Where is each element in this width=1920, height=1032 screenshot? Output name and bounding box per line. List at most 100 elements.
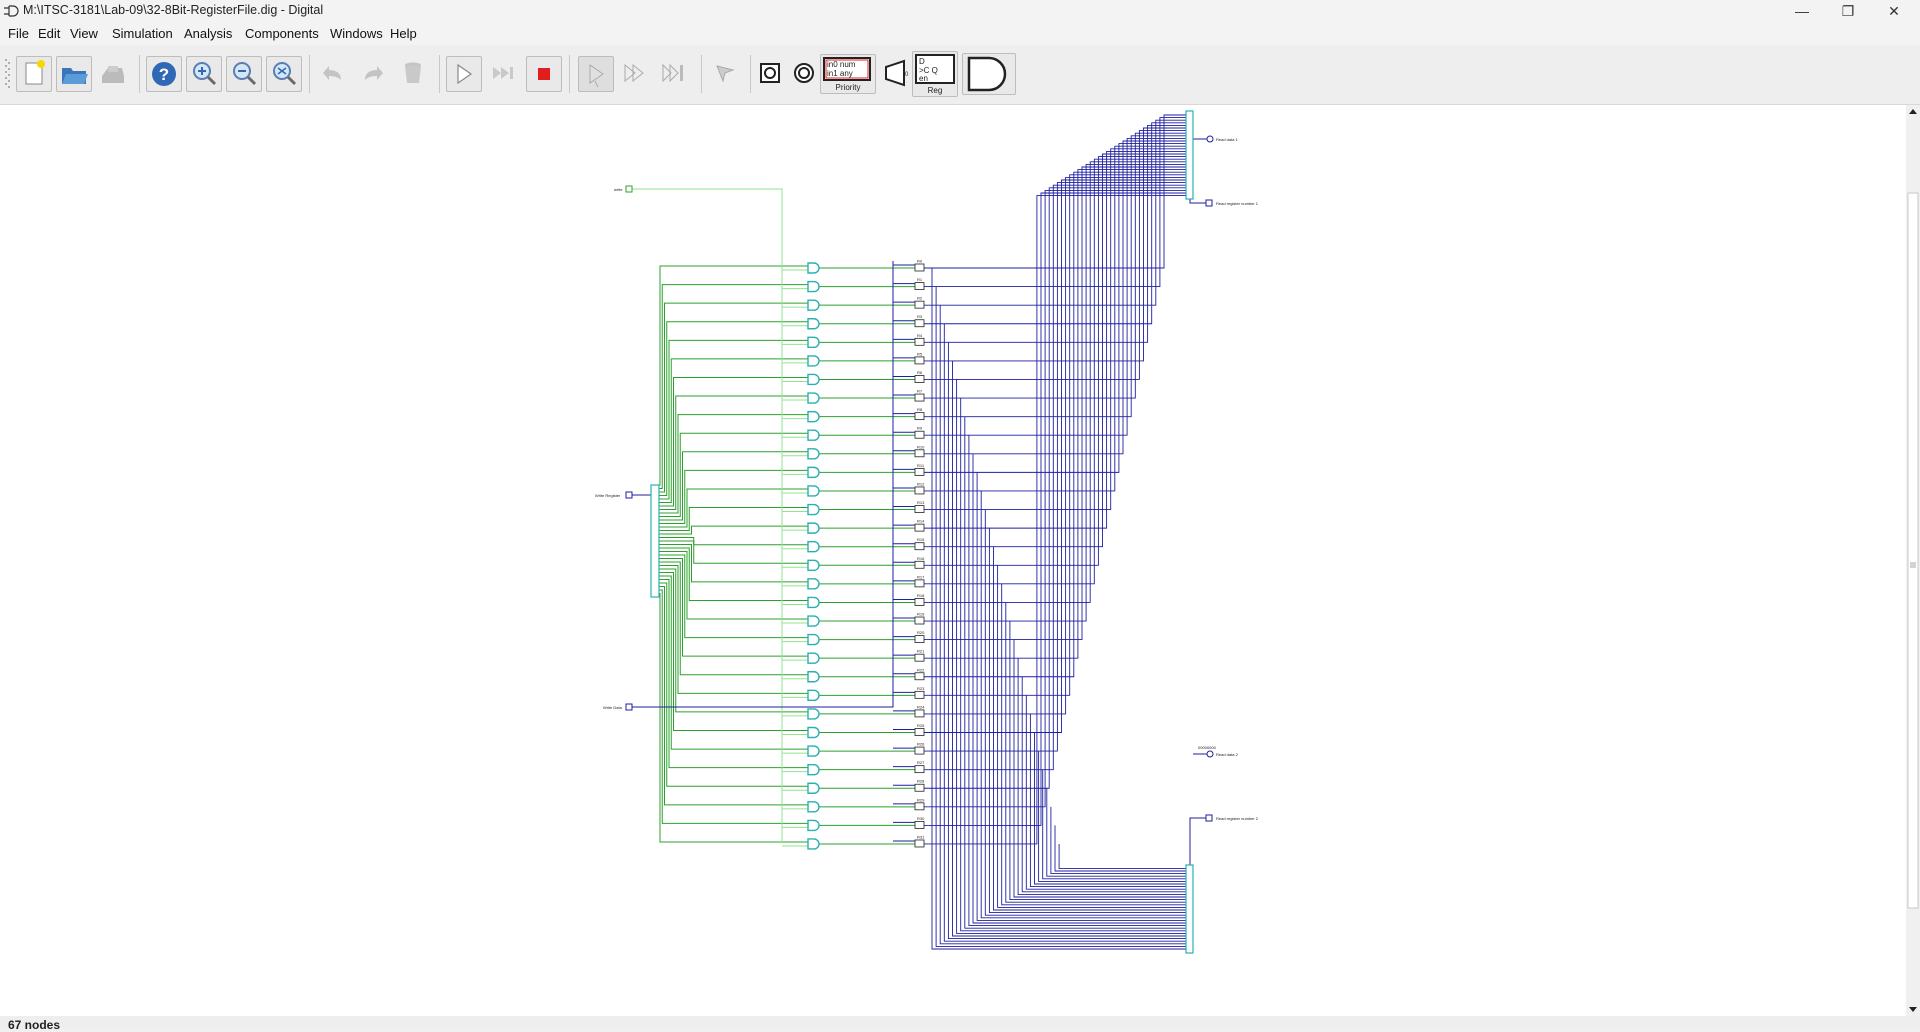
- write-register-input-pin[interactable]: [625, 491, 633, 499]
- write-enable-wires: [632, 188, 808, 847]
- menu-edit[interactable]: Edit: [38, 26, 61, 41]
- register-button[interactable]: D >C Q en Reg: [912, 51, 958, 97]
- zoom-in-button[interactable]: [186, 56, 222, 92]
- read-bus-1-wire: [924, 158, 1186, 585]
- toolbar: ?: [0, 46, 1920, 105]
- register[interactable]: [914, 709, 925, 718]
- toolbar-separator: [439, 55, 440, 93]
- register[interactable]: [914, 616, 925, 625]
- zoom-out-button[interactable]: [226, 56, 262, 92]
- register[interactable]: [914, 560, 925, 569]
- menu-file[interactable]: File: [8, 26, 29, 41]
- register[interactable]: [914, 300, 925, 309]
- register[interactable]: [914, 783, 925, 792]
- stop-simulation-button[interactable]: [526, 56, 562, 92]
- and-gate-button[interactable]: [962, 53, 1016, 95]
- start-simulation-button[interactable]: [446, 56, 482, 92]
- register[interactable]: [914, 746, 925, 755]
- new-button[interactable]: [16, 56, 52, 92]
- register[interactable]: [914, 635, 925, 643]
- menu-simulation[interactable]: Simulation: [112, 26, 173, 41]
- read-data-2-output-pin[interactable]: [1206, 750, 1214, 758]
- redo-button[interactable]: [356, 56, 392, 92]
- register[interactable]: [914, 542, 925, 551]
- read-data-1-output-pin[interactable]: [1206, 135, 1214, 143]
- read-register-1-input-pin[interactable]: [1205, 199, 1213, 207]
- register[interactable]: [914, 356, 925, 365]
- register[interactable]: [914, 467, 925, 476]
- menu-windows[interactable]: Windows: [330, 26, 383, 41]
- read-data-1-mux[interactable]: [1185, 110, 1194, 200]
- register[interactable]: [914, 505, 925, 513]
- register[interactable]: [914, 282, 925, 290]
- register-label: R1: [917, 277, 923, 282]
- probe-button[interactable]: [756, 56, 784, 92]
- open-button[interactable]: [56, 56, 92, 92]
- fit-to-window-button[interactable]: [266, 56, 302, 92]
- menu-bar: File Edit View Simulation Analysis Compo…: [0, 22, 1920, 45]
- menu-view[interactable]: View: [70, 26, 98, 41]
- vertical-scrollbar[interactable]: [1906, 105, 1920, 1016]
- decoder-output-wire: [659, 572, 808, 731]
- register[interactable]: [914, 653, 925, 662]
- scrollbar-thumb[interactable]: [1907, 192, 1919, 909]
- fast-run-button[interactable]: [658, 56, 694, 92]
- demux-button[interactable]: 0: [880, 56, 910, 92]
- read-bus-2-wire: [1029, 713, 1186, 888]
- write-register-decoder[interactable]: [650, 484, 660, 598]
- menu-help[interactable]: Help: [390, 26, 417, 41]
- title-bar: M:\ITSC-3181\Lab-09\32-8Bit-RegisterFile…: [0, 0, 1920, 22]
- decoder-output-wire: [659, 488, 808, 528]
- register-label: R17: [917, 574, 925, 579]
- run-to-break-button[interactable]: [618, 56, 654, 92]
- write-input-pin[interactable]: [625, 185, 633, 193]
- decoder-output-wire: [659, 507, 808, 531]
- register[interactable]: [914, 728, 925, 736]
- maximize-button[interactable]: ❐: [1841, 3, 1855, 19]
- scroll-up-arrow-icon[interactable]: [1909, 109, 1917, 114]
- register[interactable]: [914, 412, 925, 421]
- read-data-2-mux[interactable]: [1185, 864, 1194, 954]
- save-button[interactable]: [96, 56, 132, 92]
- read-bus-2-wire: [993, 546, 1186, 911]
- menu-components[interactable]: Components: [245, 26, 319, 41]
- register[interactable]: [914, 523, 925, 532]
- menu-analysis[interactable]: Analysis: [184, 26, 233, 41]
- register[interactable]: [914, 486, 925, 495]
- register[interactable]: [914, 598, 925, 606]
- step-button[interactable]: [486, 56, 522, 92]
- write-enable-bus: [632, 188, 783, 843]
- register[interactable]: [914, 802, 925, 811]
- minimize-button[interactable]: —: [1795, 3, 1809, 19]
- read-data-2-value: 00000000: [1198, 745, 1217, 750]
- undo-button[interactable]: [316, 56, 352, 92]
- and-gate: [807, 689, 820, 702]
- register[interactable]: [914, 821, 925, 829]
- and-gate: [807, 466, 820, 479]
- register[interactable]: [914, 393, 925, 402]
- register[interactable]: [914, 765, 925, 774]
- register[interactable]: [914, 319, 925, 328]
- analysis-button[interactable]: [708, 56, 744, 92]
- write-data-input-pin[interactable]: [625, 703, 633, 711]
- scroll-down-arrow-icon[interactable]: [1909, 1007, 1917, 1012]
- register[interactable]: [914, 690, 925, 699]
- register[interactable]: [914, 839, 925, 848]
- register[interactable]: [914, 337, 925, 346]
- register[interactable]: [914, 672, 925, 681]
- register[interactable]: [914, 375, 925, 383]
- help-button[interactable]: ?: [146, 56, 182, 92]
- register[interactable]: [914, 430, 925, 439]
- single-gate-step-button[interactable]: [578, 56, 614, 92]
- register[interactable]: [914, 579, 925, 588]
- close-button[interactable]: ✕: [1888, 3, 1900, 19]
- delete-button[interactable]: [396, 56, 432, 92]
- and-gate: [807, 708, 820, 720]
- read-register-2-input-pin[interactable]: [1205, 814, 1213, 822]
- register[interactable]: [914, 263, 925, 272]
- led-button[interactable]: [790, 56, 818, 92]
- priority-encoder-button[interactable]: in0 num in1 any Priority: [820, 54, 876, 94]
- register[interactable]: [914, 449, 925, 458]
- register-label: R31: [917, 834, 925, 839]
